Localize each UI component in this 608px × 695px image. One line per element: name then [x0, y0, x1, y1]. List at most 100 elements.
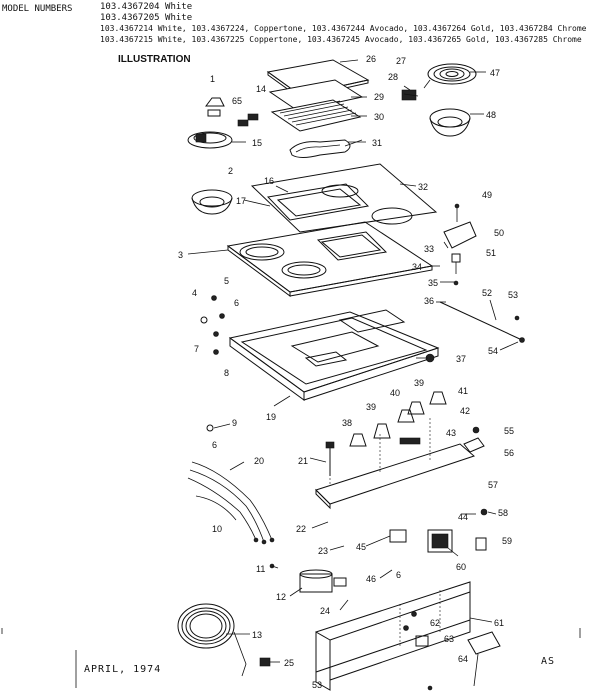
callout-64: 64	[458, 654, 468, 664]
receptacle-ring-part	[187, 131, 233, 149]
callout-61: 61	[494, 618, 504, 628]
callout-29: 29	[374, 92, 384, 102]
callout-37: 37	[456, 354, 466, 364]
bracket-assembly-part	[443, 203, 477, 286]
model-line-2: 103.4367205 White	[100, 13, 193, 23]
callout-2: 2	[228, 166, 233, 176]
screw-set-left	[200, 295, 225, 355]
model-line-4: 103.4367215 White, 103.4367225 Copperton…	[100, 35, 582, 44]
footer-code: AS	[541, 656, 556, 667]
callout-39a: 39	[366, 402, 376, 412]
callout-10: 10	[212, 524, 222, 534]
main-cooktop-part	[226, 221, 434, 297]
callout-4: 4	[192, 288, 197, 298]
wiring-harness-part	[187, 461, 275, 545]
callout-43: 43	[446, 428, 456, 438]
callout-52: 52	[482, 288, 492, 298]
callout-44: 44	[458, 512, 468, 522]
model-line-3: 103.4367214 White, 103.4367224, Copperto…	[100, 24, 587, 33]
callout-12: 12	[276, 592, 286, 602]
clip-part	[237, 113, 259, 127]
section-title: ILLUSTRATION	[118, 54, 191, 65]
callout-5: 5	[224, 276, 229, 286]
callout-38: 38	[342, 418, 352, 428]
grill-heating-element-part	[289, 139, 363, 158]
callout-20: 20	[254, 456, 264, 466]
callout-51: 51	[486, 248, 496, 258]
callout-21: 21	[298, 456, 308, 466]
cooktop-upper-frame-part	[250, 163, 438, 233]
callout-30: 30	[374, 112, 384, 122]
leader-lines	[187, 59, 519, 663]
callout-53: 53	[508, 290, 518, 300]
callout-46: 46	[366, 574, 376, 584]
switch-bracket-part	[399, 437, 421, 445]
callout-24: 24	[320, 606, 330, 616]
callout-58: 58	[498, 508, 508, 518]
callout-59: 59	[502, 536, 512, 546]
callout-39b: 39	[414, 378, 424, 388]
callout-22: 22	[296, 524, 306, 534]
callout-42: 42	[460, 406, 470, 416]
callout-15: 15	[252, 138, 262, 148]
callout-28: 28	[388, 72, 398, 82]
base-housing-part	[315, 581, 471, 691]
grill-grate-part	[270, 99, 362, 132]
callout-36: 36	[424, 296, 434, 306]
callout-55: 55	[504, 426, 514, 436]
terminal-part	[325, 441, 335, 476]
knob-part	[205, 97, 225, 117]
callout-19: 19	[266, 412, 276, 422]
model-numbers-label: MODEL NUMBERS	[2, 4, 73, 14]
callout-16: 16	[264, 176, 274, 186]
callout-31: 31	[372, 138, 382, 148]
callout-56: 56	[504, 448, 514, 458]
callout-41: 41	[458, 386, 468, 396]
callout-11: 11	[256, 564, 265, 574]
callout-54: 54	[488, 346, 498, 356]
callout-23: 23	[318, 546, 328, 556]
burner-box-part	[228, 309, 440, 401]
model-line-1: 103.4367204 White	[100, 2, 193, 12]
terminal-block-assembly-part	[403, 611, 501, 691]
callout-1: 1	[210, 74, 215, 84]
footer-date: APRIL, 1974	[84, 664, 162, 675]
callout-26: 26	[366, 54, 376, 64]
callout-35: 35	[428, 278, 438, 288]
callout-53b: 53	[312, 680, 322, 690]
callout-27: 27	[396, 56, 406, 66]
callout-45: 45	[356, 542, 366, 552]
infinite-switch-part	[389, 529, 453, 553]
coil-surface-unit-part	[423, 63, 477, 89]
callout-33: 33	[424, 244, 434, 254]
callout-8: 8	[224, 368, 229, 378]
callout-65: 65	[232, 96, 242, 106]
rod-part	[439, 299, 525, 343]
callout-32: 32	[418, 182, 428, 192]
callout-25: 25	[284, 658, 294, 668]
callout-6c: 6	[396, 570, 401, 580]
callout-17: 17	[236, 196, 246, 206]
callout-40: 40	[390, 388, 400, 398]
control-panel-part	[315, 418, 475, 510]
callout-60: 60	[456, 562, 466, 572]
callout-6b: 6	[212, 440, 217, 450]
callout-48: 48	[486, 110, 496, 120]
drip-pan-part	[429, 108, 471, 137]
callout-57: 57	[488, 480, 498, 490]
callout-47: 47	[490, 68, 500, 78]
callout-3: 3	[178, 250, 183, 260]
control-switch-set-part	[349, 391, 447, 447]
screw-part	[206, 424, 214, 432]
callout-14: 14	[256, 84, 266, 94]
callout-9: 9	[232, 418, 237, 428]
callout-50: 50	[494, 228, 504, 238]
callout-13: 13	[252, 630, 262, 640]
switch-motor-part	[269, 563, 347, 593]
callout-62: 62	[430, 618, 440, 628]
callout-6a: 6	[234, 298, 239, 308]
small-clip-part	[463, 426, 485, 453]
fuse-holder-part	[475, 508, 488, 551]
power-cord-part	[177, 603, 247, 677]
